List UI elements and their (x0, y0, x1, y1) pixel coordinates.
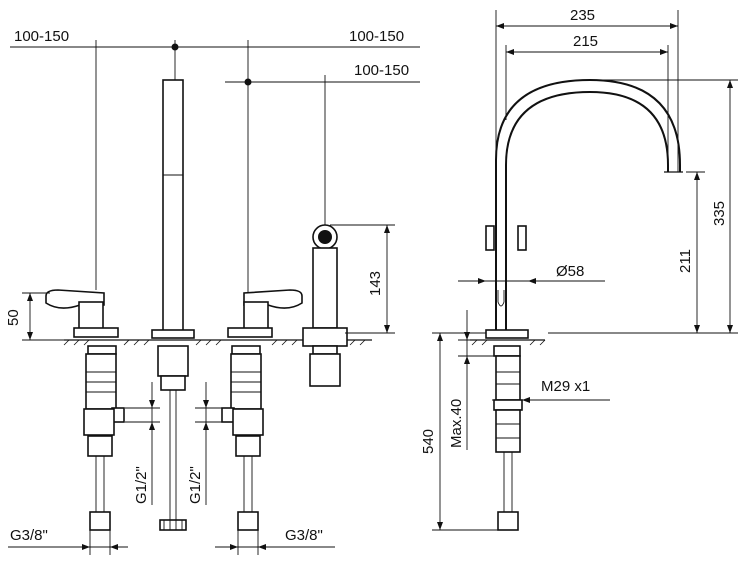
lever-height-label: 50 (5, 309, 22, 326)
max-deck-label: Max.40 (448, 399, 465, 448)
overall-reach-label: 235 (570, 7, 595, 24)
thread-right-label: G1/2" (187, 466, 204, 504)
thread-left-label: G1/2" (133, 466, 150, 504)
left-valve (45, 289, 125, 531)
overall-height-label: 335 (711, 201, 728, 226)
connector-right-label: G3/8" (285, 527, 323, 544)
side-view: 235 215 3 (420, 7, 738, 531)
center-spout (151, 79, 195, 531)
spread-left-label: 100-150 (14, 28, 69, 45)
spread-right-label: 100-150 (349, 28, 404, 45)
hose-length-label: 540 (420, 429, 437, 454)
nut-thread-label: M29 x1 (541, 378, 590, 395)
connector-left-label: G3/8" (10, 527, 48, 544)
outlet-height-label: 211 (677, 249, 694, 273)
gooseneck-spout (485, 78, 683, 531)
handshower-height-label: 143 (367, 271, 384, 296)
spread-handshower-label: 100-150 (354, 62, 409, 79)
spout-reach-label: 215 (573, 33, 598, 50)
right-valve (221, 289, 303, 531)
hand-shower (302, 224, 348, 387)
base-diameter-label: Ø58 (556, 263, 584, 280)
front-view: 100-150 100-150 100-150 (5, 28, 420, 555)
